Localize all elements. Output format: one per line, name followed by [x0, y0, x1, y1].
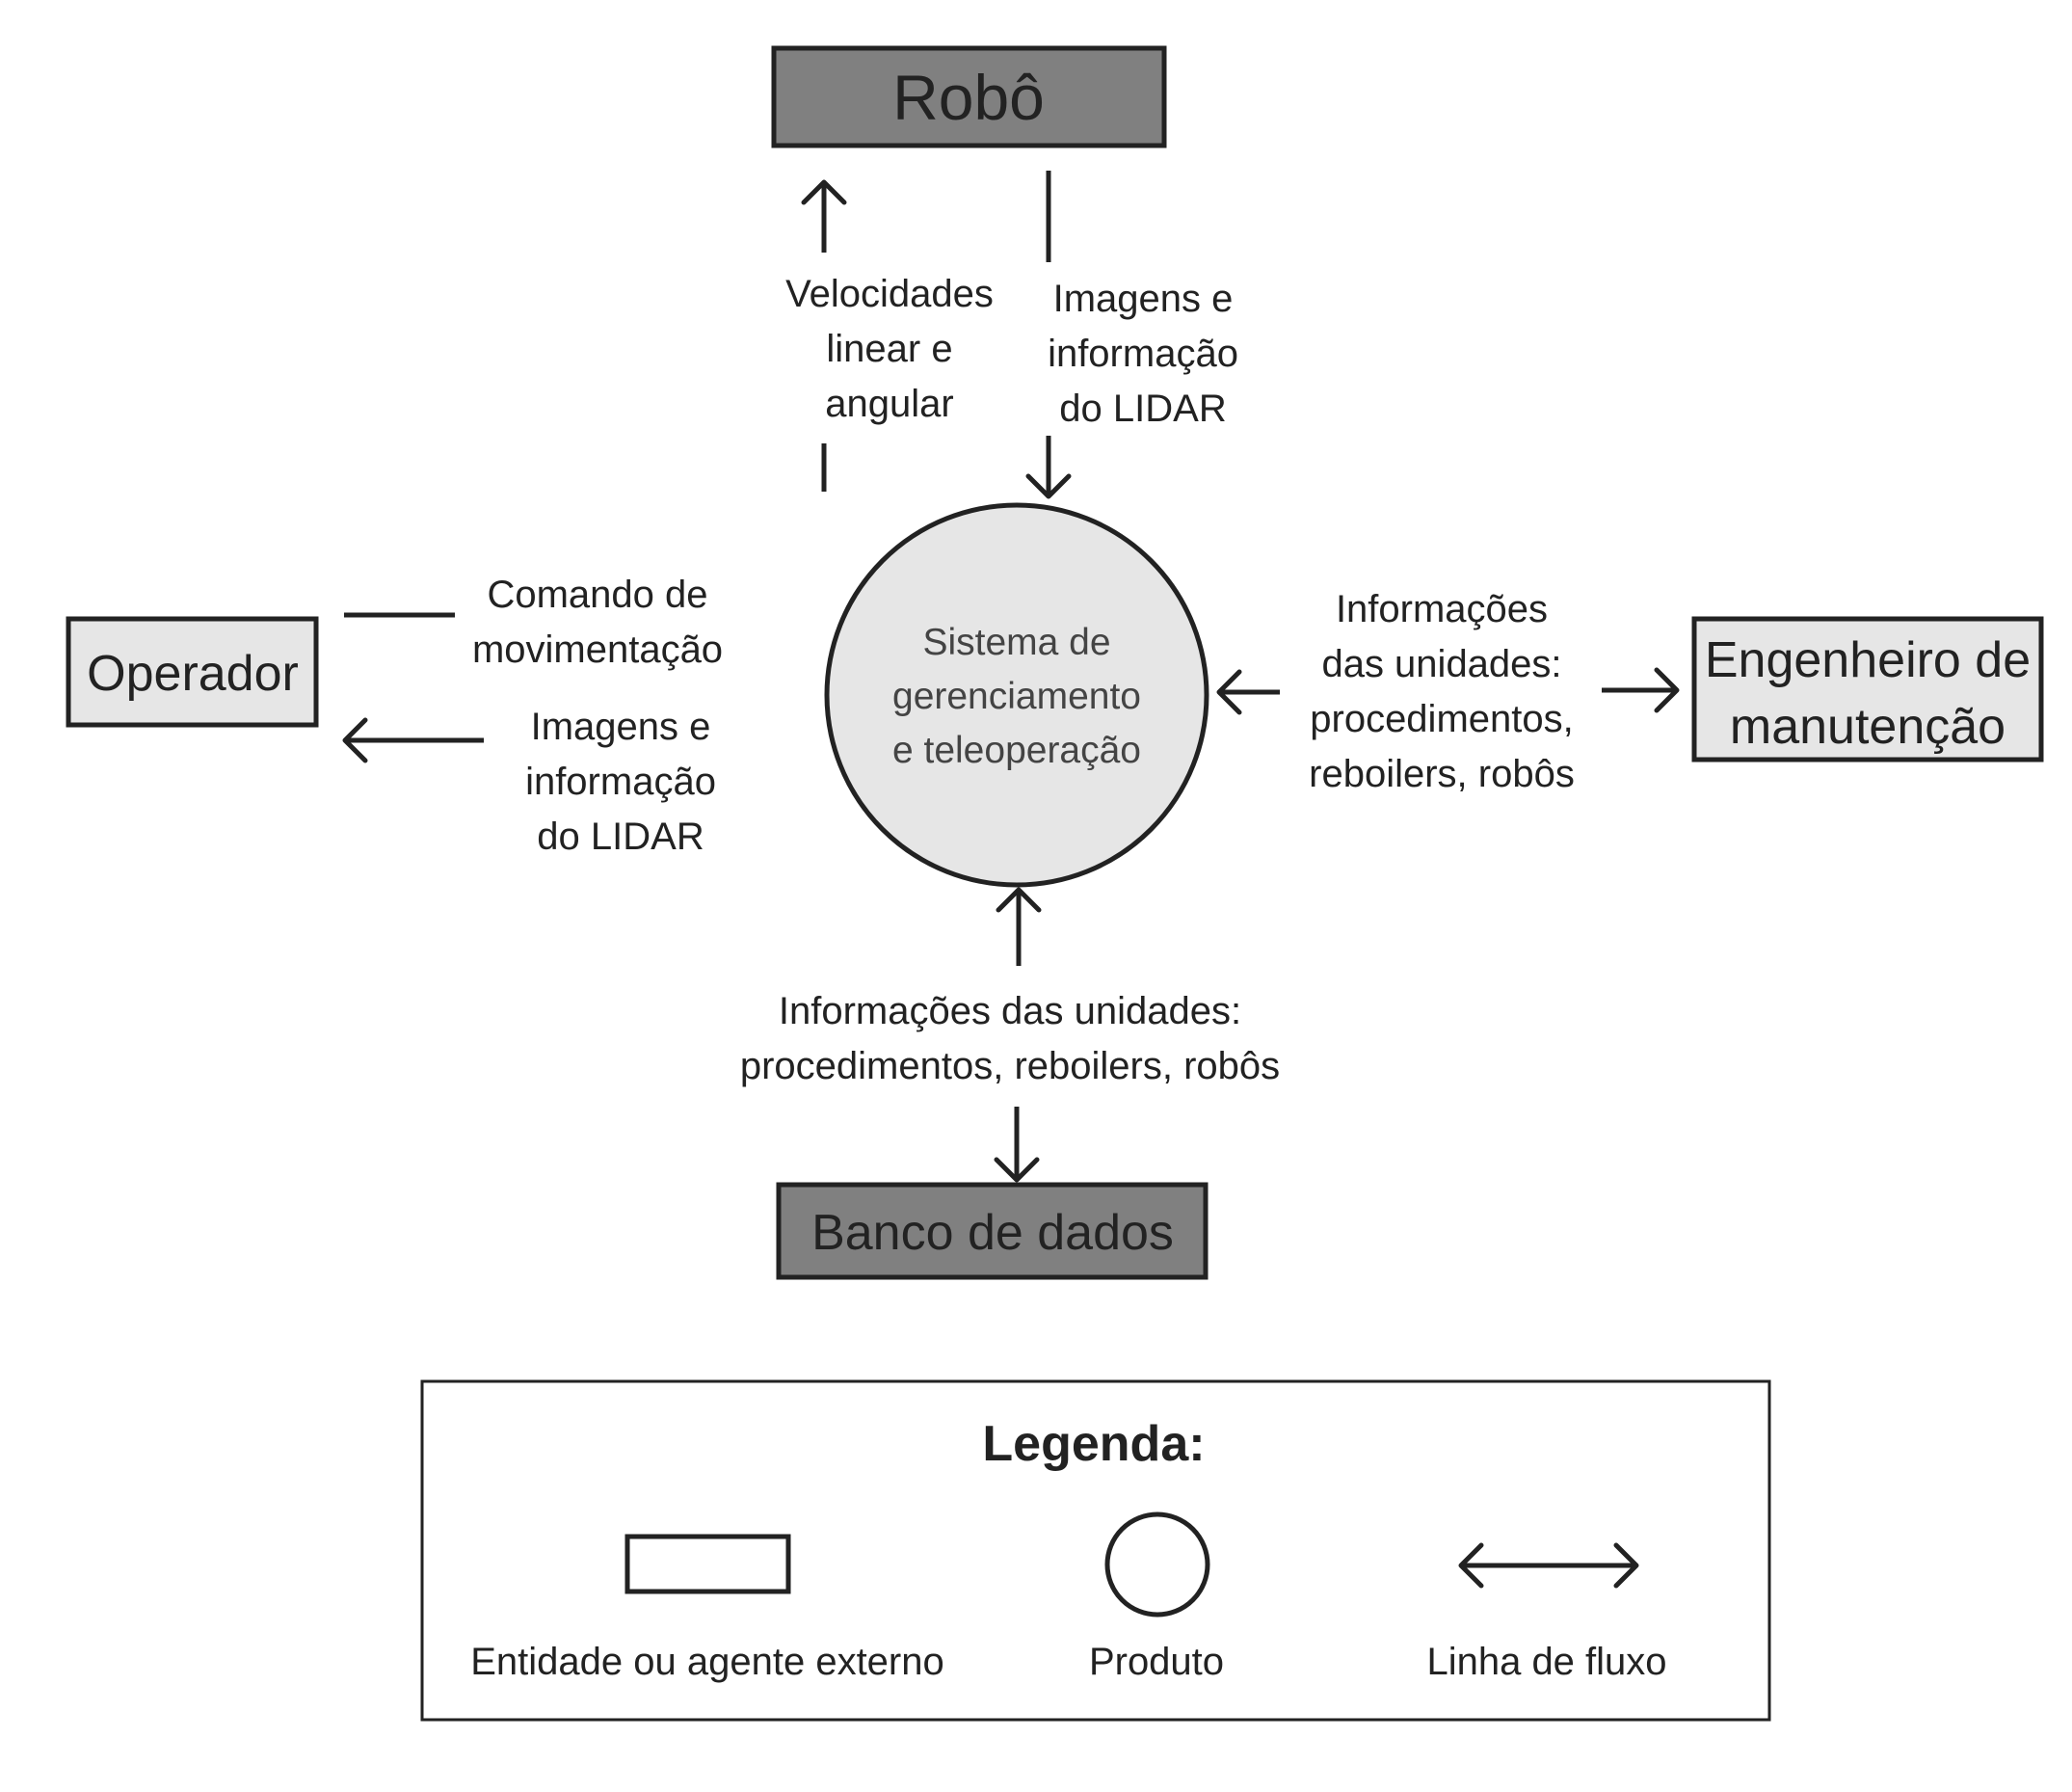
flow-imagens-operador-arrowhead: [342, 717, 368, 763]
flow-info-engenheiro-label-line-2: das unidades:: [1321, 643, 1561, 685]
flow-comando-label-line-1: Comando de: [487, 574, 707, 616]
flow-info-banco: Informações das unidades: procedimentos,…: [740, 887, 1280, 1183]
flow-imagens-robo-label-line-1: Imagens e: [1053, 278, 1234, 320]
legend-item-flow: Linha de fluxo: [1426, 1542, 1667, 1683]
node-sistema-label-line-2: gerenciamento: [892, 676, 1141, 717]
node-robo: Robô: [771, 45, 1167, 148]
flow-imagens-robo: Imagens e informação do LIDAR: [1025, 171, 1238, 499]
flow-velocidades-label-line-2: linear e: [826, 328, 952, 370]
node-operador-label: Operador: [87, 646, 299, 702]
node-sistema: Sistema de gerenciamento e teleoperação: [824, 502, 1209, 888]
flow-comando: Comando de movimentação: [344, 574, 723, 671]
node-sistema-label-line-1: Sistema de: [922, 622, 1110, 663]
flow-info-engenheiro-left-arrowhead: [1216, 669, 1242, 715]
legend-circle-symbol: [1104, 1511, 1210, 1618]
flow-imagens-operador-label-line-2: informação: [525, 761, 716, 803]
legend-item-entity-label: Entidade ou agente externo: [470, 1641, 944, 1683]
flow-info-engenheiro: Informações das unidades: procedimentos,…: [1216, 588, 1680, 795]
flow-imagens-operador-label-line-1: Imagens e: [531, 706, 711, 748]
node-banco-label: Banco de dados: [811, 1205, 1174, 1261]
legend-item-product: Produto: [1089, 1511, 1224, 1683]
flow-velocidades-label-line-1: Velocidades: [785, 273, 994, 315]
node-engenheiro-label-line-2: manutenção: [1730, 699, 2006, 755]
flow-imagens-operador: Imagens e informação do LIDAR: [342, 706, 716, 858]
flow-velocidades-label-line-3: angular: [825, 383, 953, 425]
node-engenheiro-box: [1691, 616, 2044, 762]
flow-info-engenheiro-right-arrowhead: [1654, 667, 1680, 713]
legend-double-arrow-right-head: [1613, 1542, 1639, 1589]
flow-comando-label-line-2: movimentação: [472, 629, 723, 671]
flow-velocidades: Velocidades linear e angular: [785, 179, 994, 492]
flow-velocidades-arrowhead: [801, 179, 847, 205]
flow-info-banco-bottom-arrowhead: [994, 1157, 1040, 1183]
legend-title: Legenda:: [982, 1416, 1205, 1472]
flow-info-banco-label-line-1: Informações das unidades:: [779, 990, 1241, 1032]
legend-item-flow-label: Linha de fluxo: [1426, 1641, 1666, 1683]
node-robo-label: Robô: [892, 62, 1045, 133]
flow-imagens-robo-arrowhead: [1025, 473, 1072, 499]
flow-info-banco-label-line-2: procedimentos, reboilers, robôs: [740, 1045, 1280, 1087]
flow-info-engenheiro-label-line-3: procedimentos,: [1310, 698, 1573, 740]
node-engenheiro: Engenheiro de manutenção: [1691, 616, 2044, 762]
node-banco: Banco de dados: [776, 1182, 1209, 1280]
node-sistema-circle: [824, 502, 1209, 888]
node-robo-box: [771, 45, 1167, 148]
legend-item-entity: Entidade ou agente externo: [470, 1534, 944, 1683]
node-operador: Operador: [66, 616, 319, 728]
flow-info-banco-top-arrowhead: [996, 887, 1042, 913]
node-banco-box: [776, 1182, 1209, 1280]
legend: Legenda: Entidade ou agente externo Prod…: [420, 1379, 1771, 1722]
legend-rectangle-symbol: [624, 1534, 791, 1594]
node-engenheiro-label-line-1: Engenheiro de: [1705, 632, 2031, 688]
flow-info-engenheiro-label-line-1: Informações: [1336, 588, 1548, 630]
flow-info-engenheiro-label-line-4: reboilers, robôs: [1309, 753, 1575, 795]
node-operador-box: [66, 616, 319, 728]
legend-item-product-label: Produto: [1089, 1641, 1224, 1683]
flow-imagens-robo-label-line-2: informação: [1048, 333, 1238, 375]
flow-imagens-operador-label-line-3: do LIDAR: [537, 816, 704, 858]
flow-imagens-robo-label-line-3: do LIDAR: [1059, 388, 1226, 430]
node-sistema-label-line-3: e teleoperação: [892, 730, 1141, 771]
legend-double-arrow-left-head: [1458, 1542, 1484, 1589]
